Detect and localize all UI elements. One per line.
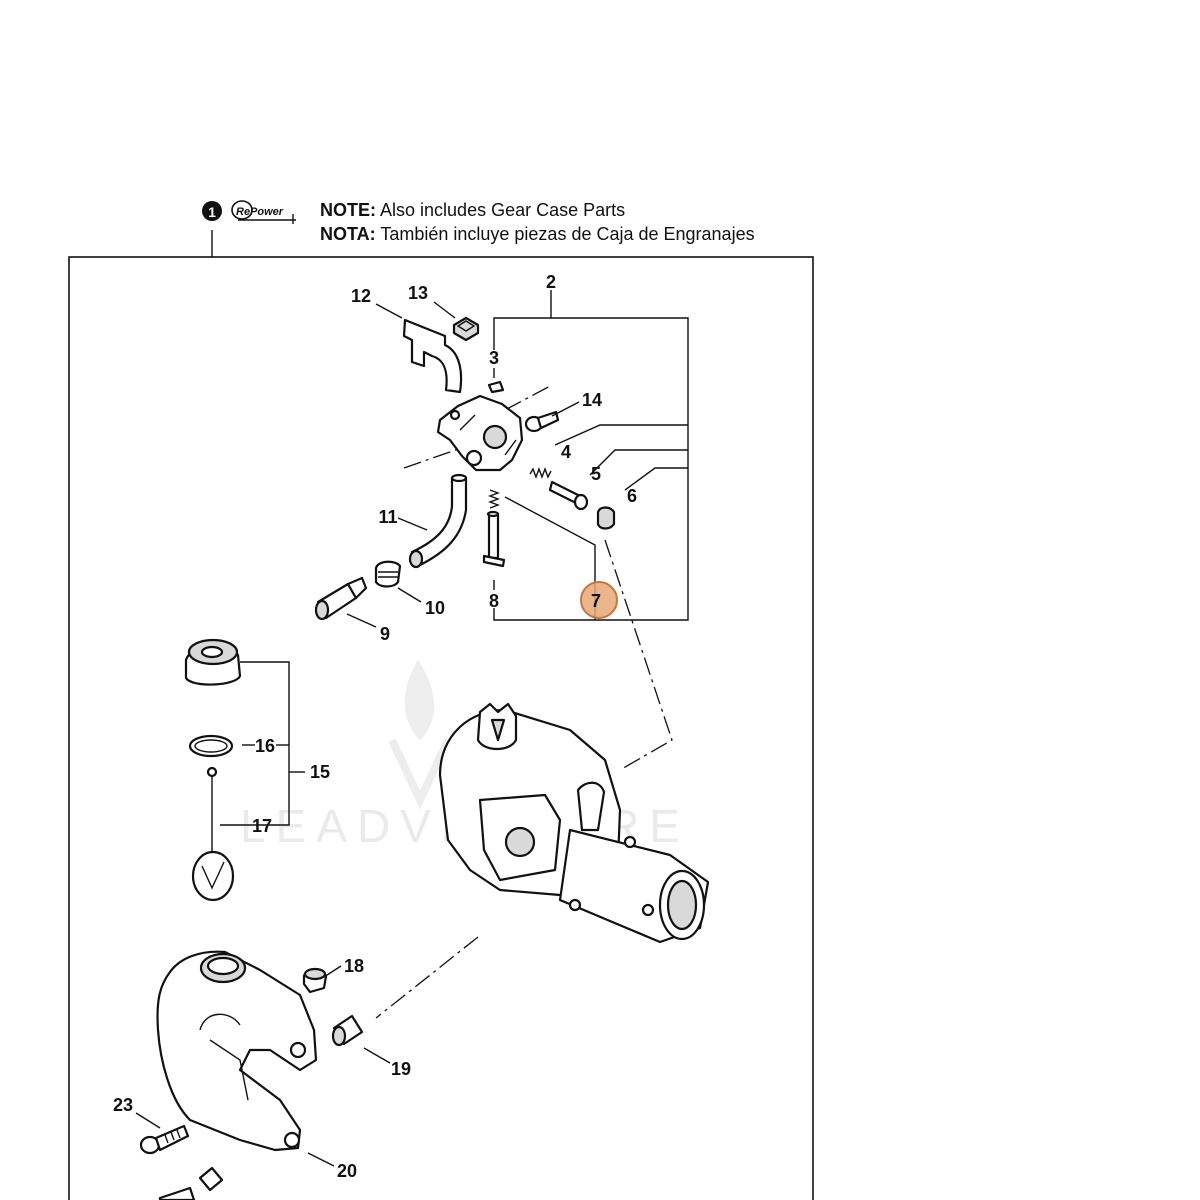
part-4-spring	[529, 467, 552, 479]
part-11-hose	[408, 473, 468, 569]
assembly-frame	[68, 256, 814, 1200]
bracket-15	[220, 661, 305, 826]
part-3-clip	[487, 380, 505, 394]
part-18-plug	[302, 967, 328, 994]
nota-text: También incluye piezas de Caja de Engran…	[380, 224, 755, 244]
callout-19[interactable]: 19	[391, 1059, 411, 1079]
callout-6[interactable]: 6	[627, 486, 637, 506]
part-8-plunger	[482, 510, 506, 568]
callout-20[interactable]: 20	[337, 1161, 357, 1181]
callout-9[interactable]: 9	[380, 624, 390, 644]
svg-text:RePower: RePower	[236, 206, 284, 218]
callout-16[interactable]: 16	[255, 736, 275, 756]
callout-3[interactable]: 3	[489, 348, 499, 368]
leader-lines	[135, 301, 596, 1167]
bottom-partial-parts	[158, 1166, 224, 1200]
callout-7[interactable]: 7	[591, 591, 601, 611]
callout-2[interactable]: 2	[546, 272, 556, 292]
repower-logo: RePower	[231, 200, 296, 224]
callout-labels: 2 3 4 5 6 7 8 9 10 11 12 13 14 15 16 17 …	[113, 272, 637, 1181]
part-6-cap	[596, 506, 616, 530]
part-9-filter	[314, 576, 368, 621]
pump-spring	[488, 489, 500, 509]
svg-text:1: 1	[208, 204, 216, 220]
note-label: NOTE:	[320, 200, 376, 220]
callout-11[interactable]: 11	[378, 507, 397, 527]
part-20-housing	[156, 950, 318, 1152]
callout-15[interactable]: 15	[310, 762, 330, 782]
nota-label: NOTA:	[320, 224, 376, 244]
callout-10[interactable]: 10	[425, 598, 445, 618]
note-line-en: NOTE: Also includes Gear Case Parts	[320, 200, 625, 221]
callout-4[interactable]: 4	[561, 442, 571, 462]
watermark-logo	[388, 660, 452, 810]
assembly-badge: 1	[202, 201, 222, 221]
callout-23[interactable]: 23	[113, 1095, 133, 1115]
oil-pump-body	[436, 394, 524, 472]
part-23-screw	[139, 1124, 190, 1155]
callout-8[interactable]: 8	[489, 591, 499, 611]
part-10-fitting	[374, 560, 402, 588]
callout-13[interactable]: 13	[408, 283, 428, 303]
callout-5[interactable]: 5	[591, 464, 601, 484]
bracket-2	[493, 290, 689, 621]
callout-7-highlight[interactable]	[580, 581, 618, 619]
part-15-cap	[184, 638, 242, 686]
callout-17[interactable]: 17	[252, 816, 272, 836]
callout-18[interactable]: 18	[344, 956, 364, 976]
part-5-pin	[548, 480, 589, 511]
part-13-grommet	[452, 316, 480, 342]
engine-housing	[438, 702, 710, 944]
part-16-oring	[188, 734, 234, 758]
part-19-bushing	[331, 1014, 364, 1047]
note-text: Also includes Gear Case Parts	[380, 200, 626, 220]
part-12-hose	[402, 318, 463, 394]
note-line-es: NOTA: También incluye piezas de Caja de …	[320, 224, 755, 245]
callout-14[interactable]: 14	[582, 390, 602, 410]
part-17-dipstick	[191, 766, 235, 902]
callout-12[interactable]: 12	[351, 286, 371, 306]
